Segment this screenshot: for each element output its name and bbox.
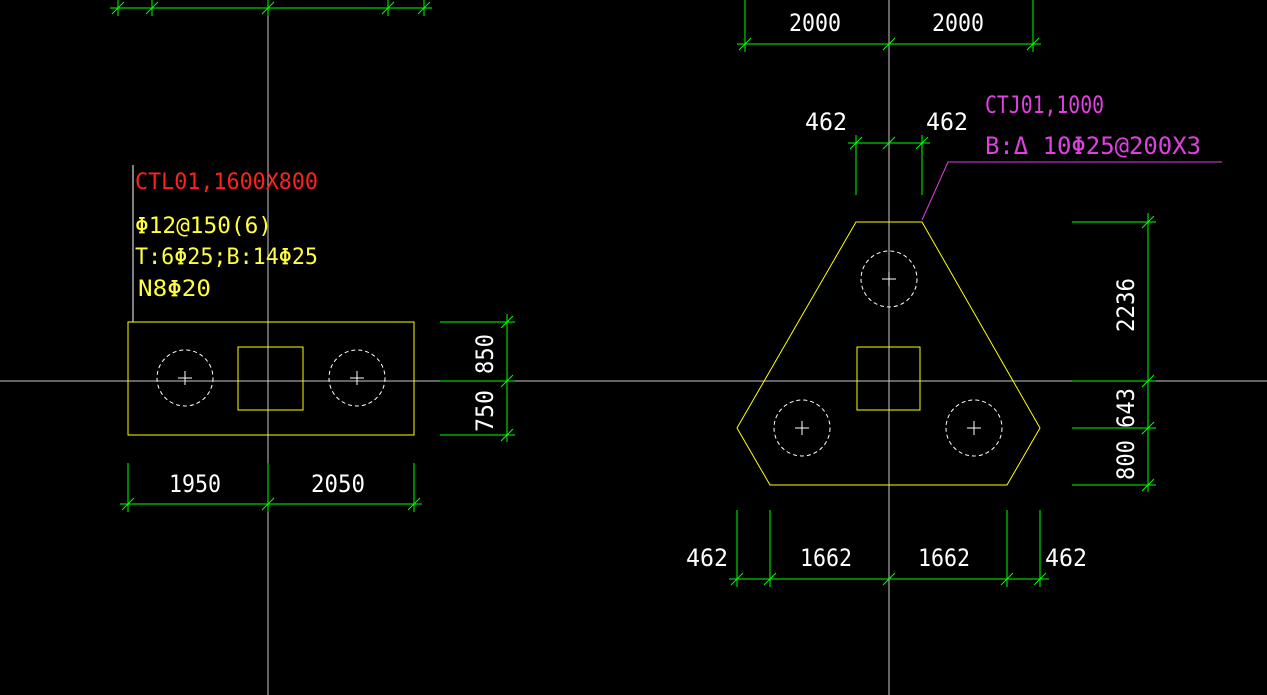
right-cap-rebar-label: B:Δ 10Φ25@200X3 [985,132,1201,160]
right-cap-outline [736,221,1041,486]
left-cap-stirrup-label: Φ12@150(6) [135,214,272,239]
right-leader-line [921,161,1222,221]
left-cap-side-rebar-label: N8Φ20 [138,277,211,302]
right-dim-bot-3-text: 1662 [918,544,970,572]
left-cap-column [237,346,304,411]
left-dim-right-text: 2050 [311,470,365,498]
right-dim-top-right-text: 2000 [932,9,984,37]
right-dim-bot-2-text: 1662 [800,544,852,572]
right-dim-v-bottom-text: 800 [1112,440,1140,480]
left-vertical-dimension [440,314,515,442]
right-dim-v-top-text: 2236 [1112,278,1140,332]
right-cap-column [856,346,921,411]
right-dim-mid-right-text: 462 [926,108,968,136]
left-cap-main-rebar-label: T:6Φ25;B:14Φ25 [135,245,318,270]
right-dim-v-mid-text: 643 [1112,388,1140,428]
left-dim-top-vertical-text: 850 [471,334,499,374]
left-top-dimension-partial [110,0,432,16]
right-dim-bot-4-text: 462 [1045,544,1087,572]
pile-circle [328,349,386,407]
right-mid-dimension [848,135,930,195]
left-cap-outline [127,321,415,436]
pile-circle [860,250,918,308]
right-cap-title-label: CTJ01,1000 [985,91,1104,119]
left-dim-bottom-vertical-text: 750 [471,390,499,432]
right-bottom-dimension [729,510,1049,587]
left-horizontal-dimension [120,463,422,512]
right-dim-bot-1-text: 462 [686,544,728,572]
pile-circle [945,399,1003,457]
left-pile-cap[interactable]: CTL01,1600X800 Φ12@150(6) T:6Φ25;B:14Φ25… [110,0,515,512]
pile-circle [773,399,831,457]
right-dim-top-left-text: 2000 [789,9,841,37]
right-pile-cap[interactable]: CTJ01,1000 B:Δ 10Φ25@200X3 2000 2000 462… [686,0,1222,587]
left-dim-left-text: 1950 [169,470,221,498]
left-cap-title-label: CTL01,1600X800 [135,170,318,195]
right-dim-mid-left-text: 462 [805,108,847,136]
right-top-dimension [737,0,1041,52]
pile-circle [156,349,214,407]
right-vertical-dimension [1072,213,1156,492]
